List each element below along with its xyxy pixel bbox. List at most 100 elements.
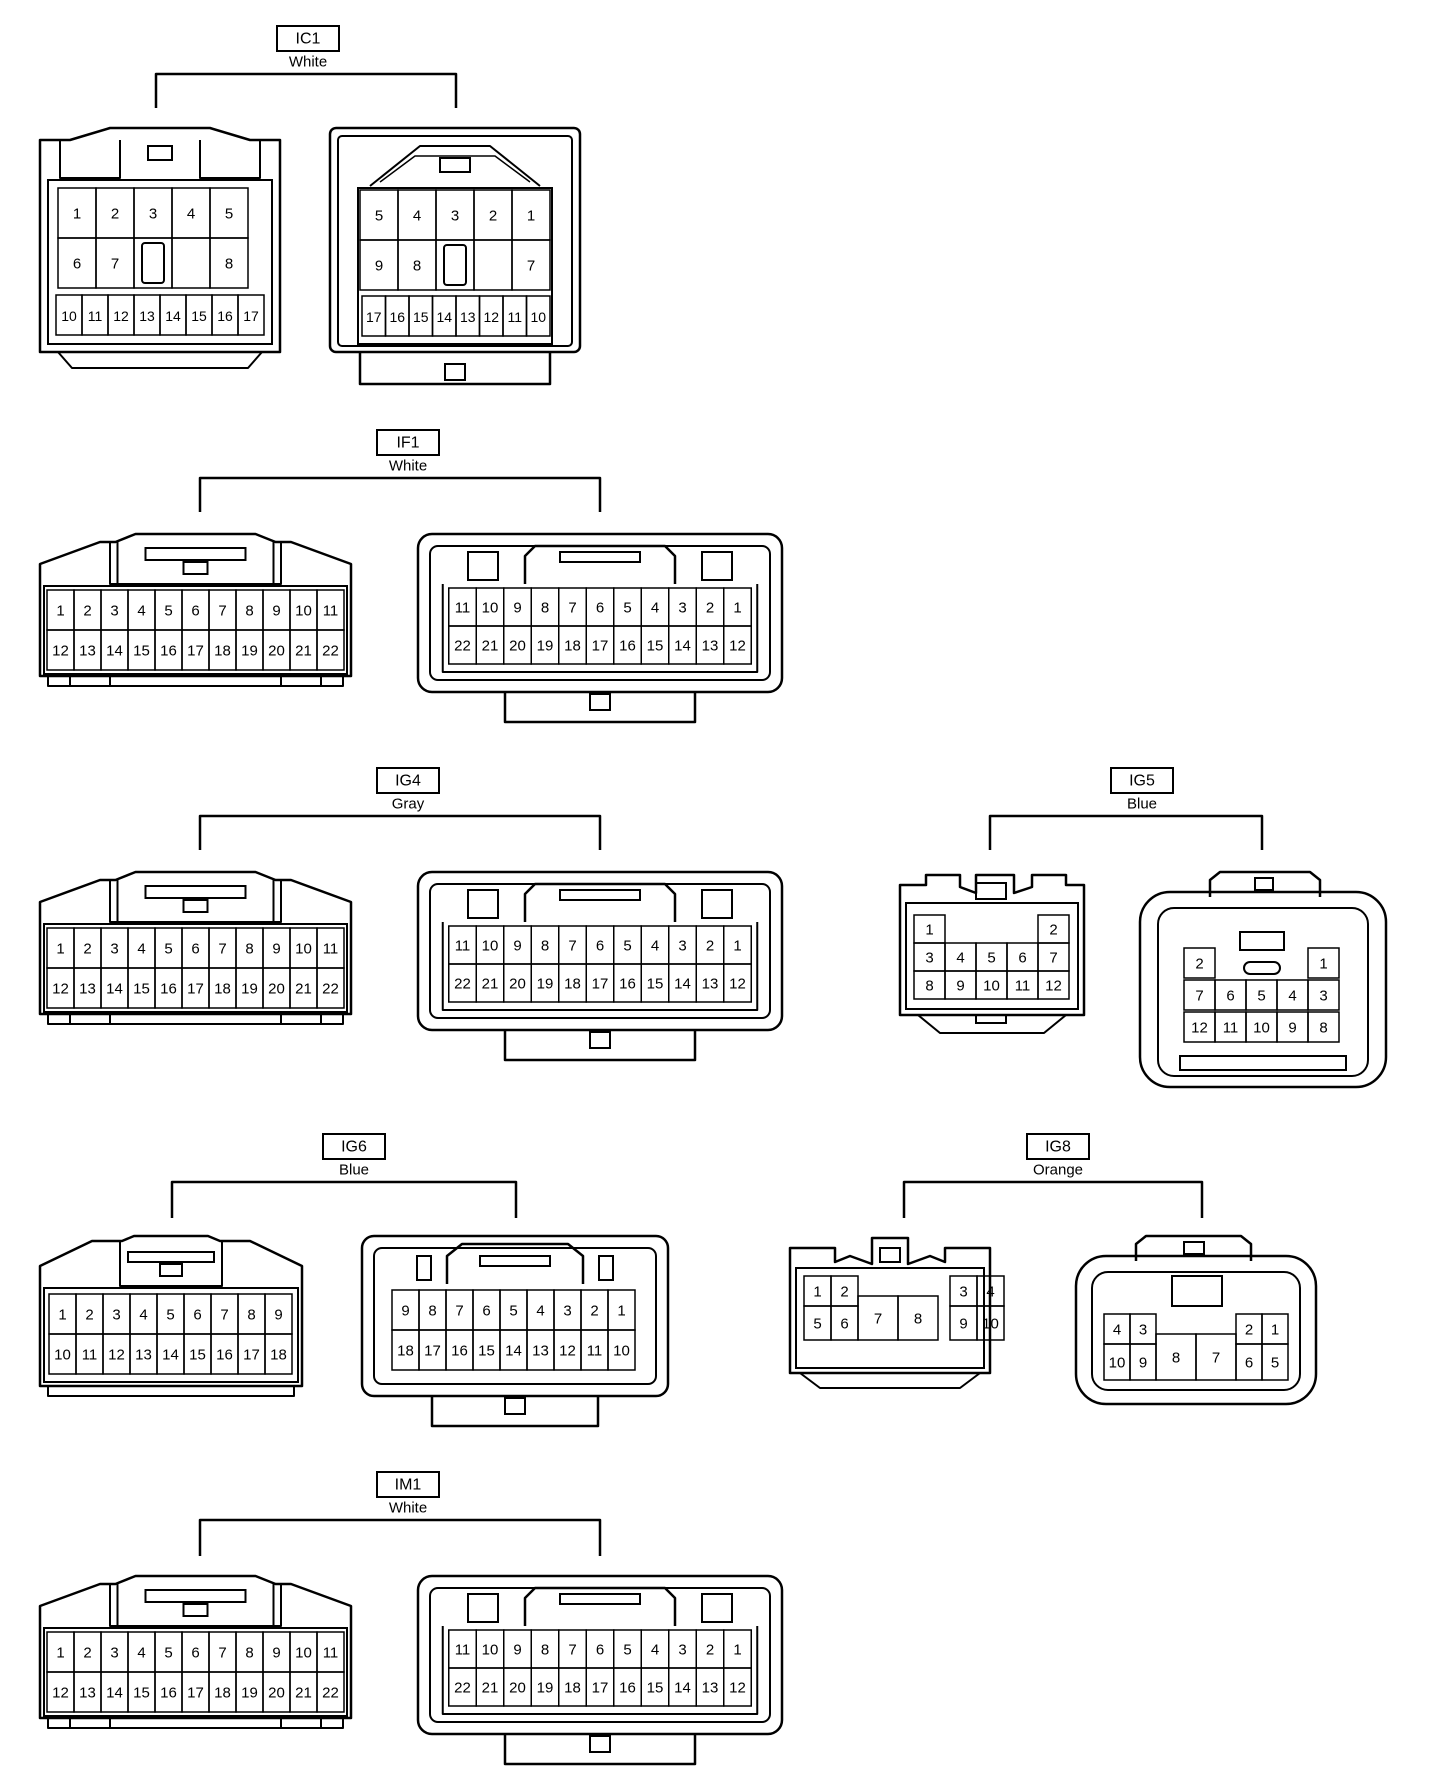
pin-cavity [473, 239, 513, 291]
connector-code-box [376, 767, 440, 794]
latch-ramp [523, 882, 677, 922]
housing-outline [917, 1014, 1067, 1034]
housing-outline [59, 140, 121, 179]
pin-number: 16 [619, 1680, 636, 1697]
pin-number: 1 [617, 1303, 625, 1320]
housing-outline [273, 1584, 282, 1627]
pin-number: 10 [61, 308, 77, 324]
foot [69, 1013, 111, 1025]
pin-number: 10 [295, 1645, 312, 1662]
pin-number: 9 [1139, 1355, 1147, 1372]
pin-face [441, 1626, 759, 1715]
key [598, 1255, 614, 1281]
pin-face [905, 902, 1079, 1010]
pin-cavity [1307, 979, 1340, 1011]
connector-code: IC1 [296, 31, 321, 48]
pin-number: 2 [590, 1303, 598, 1320]
pin-number: 3 [959, 1284, 967, 1301]
lock-tab [503, 1030, 697, 1062]
connector-color: Orange [1033, 1162, 1083, 1179]
key [467, 551, 499, 581]
pin-number: 12 [52, 643, 69, 660]
pin-number: 12 [729, 638, 746, 655]
pin-number: 13 [79, 643, 96, 660]
key [701, 1593, 733, 1623]
pin-number: 11 [507, 309, 522, 325]
pin-number: 15 [478, 1343, 495, 1360]
pin-number: 1 [813, 1284, 821, 1301]
pin-number: 4 [187, 206, 195, 223]
pin-number: 8 [247, 1307, 255, 1324]
pin-number: 5 [375, 208, 383, 225]
pin-number: 7 [220, 1307, 228, 1324]
pin-number: 6 [596, 1642, 604, 1659]
housing-outline [199, 140, 261, 179]
housing-outline [416, 1574, 784, 1736]
pin-number: 17 [592, 976, 609, 993]
pin-number: 6 [482, 1303, 490, 1320]
pin-number: 6 [596, 938, 604, 955]
pin-number: 4 [986, 1284, 994, 1301]
pin-number: 10 [1109, 1355, 1126, 1372]
connector-color: Gray [392, 796, 425, 813]
pin-face [43, 923, 348, 1013]
pin-number: 4 [137, 603, 145, 620]
pin-number: 1 [733, 600, 741, 617]
latch [439, 157, 471, 173]
pin-number: 15 [133, 643, 150, 660]
pin-number: 12 [483, 309, 499, 325]
connector-code: IG8 [1045, 1139, 1071, 1156]
grouping-bracket [198, 1518, 602, 1556]
pin-cavity [1307, 1011, 1340, 1043]
latch [479, 1255, 551, 1267]
housing-outline [1074, 1254, 1318, 1406]
pin-cavity [209, 237, 249, 289]
pin-number: 14 [165, 308, 181, 324]
grouping-bracket [902, 1180, 1204, 1218]
pin-number: 21 [482, 976, 499, 993]
pin-number: 2 [83, 941, 91, 958]
pin-number: 3 [1319, 988, 1327, 1005]
pin-number: 18 [397, 1343, 414, 1360]
foot [280, 675, 322, 687]
latch [144, 547, 247, 561]
pin-number: 19 [241, 643, 258, 660]
lock-tab [430, 1396, 600, 1428]
housing-outline [57, 351, 263, 369]
latch [879, 1247, 901, 1263]
latch [144, 1589, 247, 1603]
pin-number: 13 [79, 1685, 96, 1702]
housing-outline [273, 880, 282, 923]
pin-number: 11 [323, 941, 339, 958]
pin-number: 5 [623, 938, 631, 955]
pin-cavity [723, 1667, 752, 1707]
pin-number: 2 [706, 938, 714, 955]
pin-number: 9 [513, 938, 521, 955]
pin-number: 4 [1113, 1322, 1121, 1339]
pin-cavity [316, 1671, 345, 1713]
pin-number: 12 [729, 976, 746, 993]
pin-number: 10 [482, 1642, 499, 1659]
latch [182, 899, 209, 913]
pin-number: 17 [243, 308, 259, 324]
pin-number: 16 [619, 638, 636, 655]
pin-number: 11 [587, 1343, 603, 1360]
pin-number: 7 [1212, 1350, 1220, 1367]
pin-number: 5 [987, 950, 995, 967]
housing-outline [273, 542, 282, 585]
pin-number: 18 [214, 643, 231, 660]
housing-outline [898, 873, 1086, 1017]
pin-number: 5 [225, 206, 233, 223]
pin-number: 6 [191, 1645, 199, 1662]
latch [1183, 1241, 1205, 1255]
pin-number: 6 [1018, 950, 1026, 967]
pin-number: 16 [160, 981, 177, 998]
grouping-bracket [170, 1180, 518, 1218]
inner-wall [1091, 1271, 1301, 1391]
pin-number: 21 [295, 981, 312, 998]
pin-number: 12 [1191, 1020, 1208, 1037]
pin-number: 18 [564, 1680, 581, 1697]
inner-wall [337, 135, 573, 347]
key [701, 551, 733, 581]
